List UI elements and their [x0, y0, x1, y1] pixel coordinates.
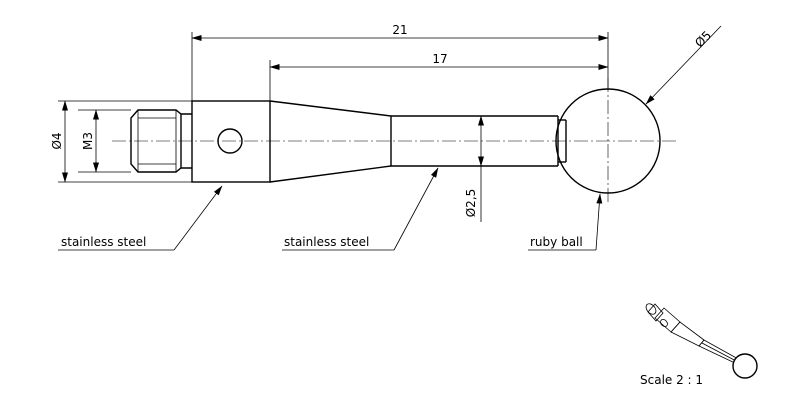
dim-ball-diameter: Ø5	[692, 28, 714, 50]
callout-left: stainless steel	[58, 185, 223, 251]
scale-label: Scale 2 : 1	[640, 373, 703, 387]
extension-lines	[58, 32, 609, 183]
cross-hole	[217, 128, 243, 154]
dim-stem-diameter: Ø2,5	[464, 189, 478, 218]
callout-right-label: ruby ball	[530, 235, 583, 249]
dim-thread: M3	[81, 132, 95, 150]
stylus-outline	[130, 100, 567, 183]
dim-overall-length: 21	[392, 23, 407, 37]
dim-line-ball	[645, 25, 722, 105]
callout-middle-label: stainless steel	[284, 235, 369, 249]
dim-body-diameter: Ø4	[50, 132, 64, 149]
isometric-thumbnail	[645, 303, 758, 379]
callout-middle: stainless steel	[282, 167, 439, 251]
callout-left-label: stainless steel	[61, 235, 146, 249]
callout-right: ruby ball	[528, 193, 603, 251]
dim-shaft-length: 17	[432, 52, 447, 66]
